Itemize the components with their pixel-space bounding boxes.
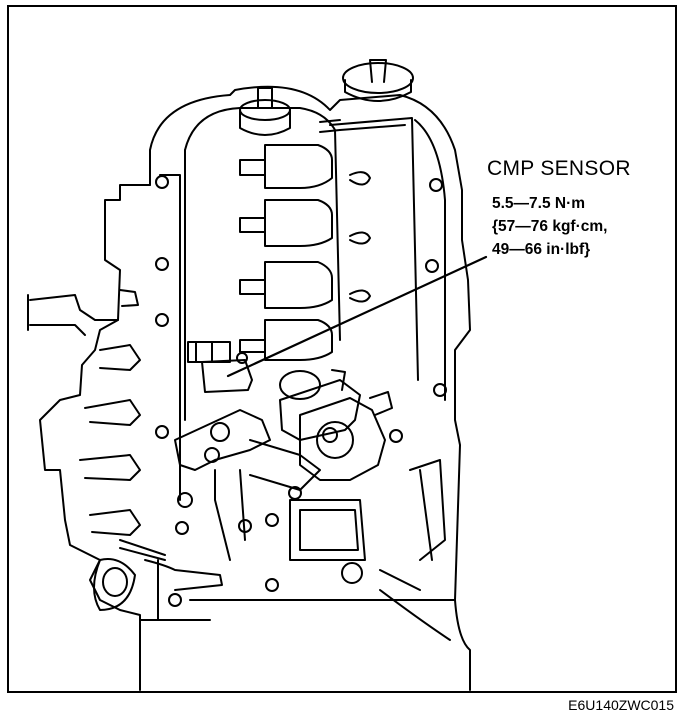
- leader-line: [226, 255, 488, 378]
- lower-components: [93, 369, 456, 641]
- figure-frame: [7, 5, 677, 693]
- ignition-coils: [239, 144, 333, 361]
- torque-spec-inlbf: 49—66 in·lbf}: [492, 241, 591, 258]
- intake-runners: [27, 289, 141, 536]
- figure-code: E6U140ZWC015: [568, 697, 674, 713]
- torque-spec-nm: 5.5—7.5 N·m: [492, 195, 586, 212]
- cmp-sensor: [187, 341, 253, 393]
- cmp-sensor-label: CMP SENSOR: [487, 157, 631, 180]
- torque-spec-kgf: {57—76 kgf·cm,: [492, 218, 608, 235]
